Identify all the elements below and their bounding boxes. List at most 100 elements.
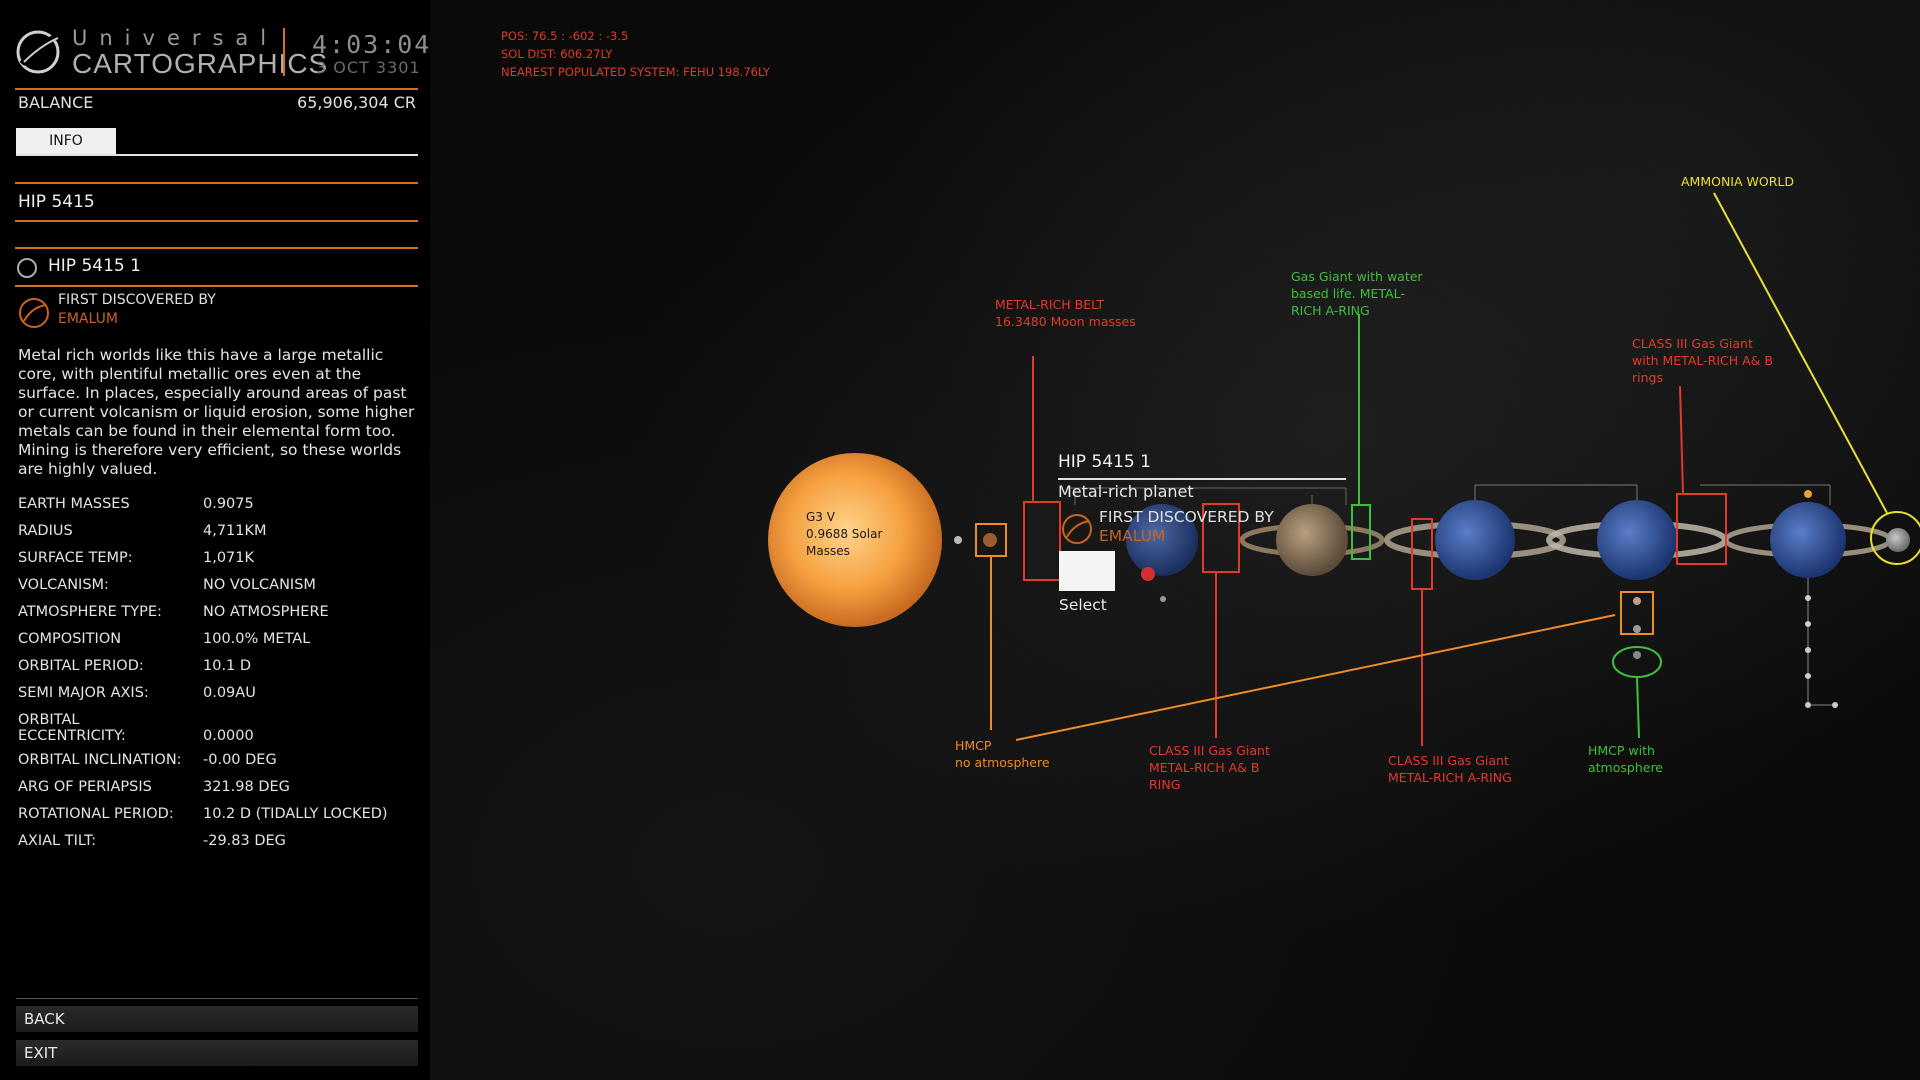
- stat-value: 0.9075: [203, 496, 254, 512]
- body-icon: [17, 258, 37, 278]
- annotation-line: no atmosphere: [955, 755, 1050, 770]
- date: 3 OCT 3301: [316, 58, 421, 77]
- stat-value: NO VOLCANISM: [203, 577, 316, 593]
- annotation-gas-giant-water-text: Gas Giant with water based life. METAL- …: [1291, 268, 1423, 319]
- stat-value: -29.83 DEG: [203, 833, 286, 849]
- annotation-line: RING: [1149, 777, 1181, 792]
- stat-row: ROTATIONAL PERIOD: 10.2 D (TIDALLY LOCKED…: [18, 806, 418, 825]
- annotation-line: rings: [1632, 370, 1663, 385]
- annotation-line: atmosphere: [1588, 760, 1663, 775]
- balance-label: BALANCE: [18, 93, 94, 112]
- divider: [15, 220, 418, 222]
- annotation-hmcp-text: HMCP no atmosphere: [955, 737, 1050, 771]
- brand-divider: [283, 28, 285, 76]
- stat-key: ORBITAL INCLINATION:: [18, 752, 182, 768]
- annotation-line: CLASS III Gas Giant: [1388, 753, 1509, 768]
- stat-value: 4,711KM: [203, 523, 267, 539]
- stat-row: ORBITAL PERIOD: 10.1 D: [18, 658, 418, 677]
- stat-value: 0.09AU: [203, 685, 256, 701]
- system-name: HIP 5415: [18, 192, 95, 212]
- stat-row: AXIAL TILT: -29.83 DEG: [18, 833, 418, 852]
- annotation-ammonia-text: AMMONIA WORLD: [1681, 174, 1794, 189]
- stat-row: ORBITAL INCLINATION: -0.00 DEG: [18, 752, 418, 771]
- tooltip-discovered-label: FIRST DISCOVERED BY: [1099, 508, 1274, 526]
- body-description: Metal rich worlds like this have a large…: [18, 346, 415, 478]
- annotation-line: CLASS III Gas Giant: [1632, 336, 1753, 351]
- divider: [15, 247, 418, 249]
- hud-sol-distance: SOL DIST: 606.27LY: [501, 47, 613, 61]
- back-button[interactable]: BACK: [16, 1006, 418, 1032]
- star-mass: 0.9688 Solar: [806, 527, 883, 541]
- stat-row: SURFACE TEMP: 1,071K: [18, 550, 418, 569]
- stat-key: EARTH MASSES: [18, 496, 130, 512]
- annotation-line: CLASS III Gas Giant: [1149, 743, 1270, 758]
- discovered-label: FIRST DISCOVERED BY: [58, 292, 216, 308]
- stat-key: ARG OF PERIAPSIS: [18, 779, 152, 795]
- divider: [15, 88, 418, 90]
- discovery-icon: [18, 297, 50, 329]
- system-map-view[interactable]: [430, 0, 1920, 1080]
- tab-underline: [16, 154, 418, 156]
- discovered-by: EMALUM: [58, 311, 118, 327]
- stat-key: AXIAL TILT:: [18, 833, 97, 849]
- exit-button[interactable]: EXIT: [16, 1040, 418, 1066]
- stat-value: 10.1 D: [203, 658, 252, 674]
- annotation-class3-ab-text: CLASS III Gas Giant METAL-RICH A& B RING: [1149, 742, 1270, 793]
- tooltip-divider: [1058, 478, 1346, 480]
- annotation-line: METAL-RICH A& B: [1149, 760, 1260, 775]
- tooltip-discovered-by: EMALUM: [1099, 527, 1166, 545]
- select-button[interactable]: [1059, 551, 1115, 591]
- select-label[interactable]: Select: [1059, 596, 1107, 614]
- star-class: G3 V: [806, 510, 835, 524]
- star-mass-unit: Masses: [806, 544, 850, 558]
- annotation-line: RICH A-RING: [1291, 303, 1370, 318]
- annotation-line: HMCP: [955, 738, 992, 753]
- tooltip-title: HIP 5415 1: [1058, 452, 1151, 472]
- divider: [15, 285, 418, 287]
- annotation-class3-a-text: CLASS III Gas Giant METAL-RICH A-RING: [1388, 752, 1512, 786]
- stats-list: EARTH MASSES 0.9075 RADIUS 4,711KM SURFACE…: [18, 496, 418, 860]
- universal-cartographics-logo-icon: [14, 26, 64, 76]
- stat-row: ORBITAL ECCENTRICITY: 0.0000: [18, 712, 418, 744]
- stat-value: 0.0000: [203, 728, 254, 744]
- stat-row: SEMI MAJOR AXIS: 0.09AU: [18, 685, 418, 704]
- stat-key: VOLCANISM:: [18, 577, 109, 593]
- stat-key: ORBITAL PERIOD:: [18, 658, 144, 674]
- annotation-line: with METAL-RICH A& B: [1632, 353, 1773, 368]
- annotation-line: HMCP with: [1588, 743, 1655, 758]
- tab-info[interactable]: INFO: [16, 128, 116, 154]
- body-name: HIP 5415 1: [48, 256, 141, 276]
- stat-row: EARTH MASSES 0.9075: [18, 496, 418, 515]
- annotation-belt-text: METAL-RICH BELT 16.3480 Moon masses: [995, 296, 1136, 330]
- annotation-line: METAL-RICH BELT: [995, 297, 1104, 312]
- annotation-line: based life. METAL-: [1291, 286, 1405, 301]
- stat-row: RADIUS 4,711KM: [18, 523, 418, 542]
- stat-row: VOLCANISM: NO VOLCANISM: [18, 577, 418, 596]
- balance-value: 65,906,304 CR: [297, 93, 416, 112]
- hud-position: POS: 76.5 : -602 : -3.5: [501, 29, 629, 43]
- brand-top: Universal: [72, 26, 279, 50]
- stat-value: NO ATMOSPHERE: [203, 604, 329, 620]
- clock: 4:03:04: [312, 30, 432, 59]
- stat-value: 100.0% METAL: [203, 631, 311, 647]
- star-label: G3 V 0.9688 Solar Masses: [806, 509, 882, 560]
- annotation-line: 16.3480 Moon masses: [995, 314, 1136, 329]
- divider: [16, 998, 418, 999]
- stat-key: SEMI MAJOR AXIS:: [18, 685, 149, 701]
- brand-main: CARTOGRAPHICS: [72, 48, 329, 79]
- stat-row: ATMOSPHERE TYPE:NO ATMOSPHERE: [18, 604, 418, 623]
- annotation-class3-ab-rings-text: CLASS III Gas Giant with METAL-RICH A& B…: [1632, 335, 1773, 386]
- stat-value: 10.2 D (TIDALLY LOCKED): [203, 806, 388, 822]
- stat-value: 1,071K: [203, 550, 255, 566]
- stat-key: RADIUS: [18, 523, 73, 539]
- stat-key: ROTATIONAL PERIOD:: [18, 806, 174, 822]
- hud-nearest-system: NEAREST POPULATED SYSTEM: FEHU 198.76LY: [501, 65, 770, 79]
- info-panel: Universal CARTOGRAPHICS 4:03:04 3 OCT 33…: [0, 0, 430, 1080]
- stat-value: -0.00 DEG: [203, 752, 277, 768]
- tooltip-subtitle: Metal-rich planet: [1058, 482, 1194, 501]
- stat-key: SURFACE TEMP:: [18, 550, 133, 566]
- divider: [15, 182, 418, 184]
- stat-key: ORBITAL ECCENTRICITY:: [18, 712, 126, 744]
